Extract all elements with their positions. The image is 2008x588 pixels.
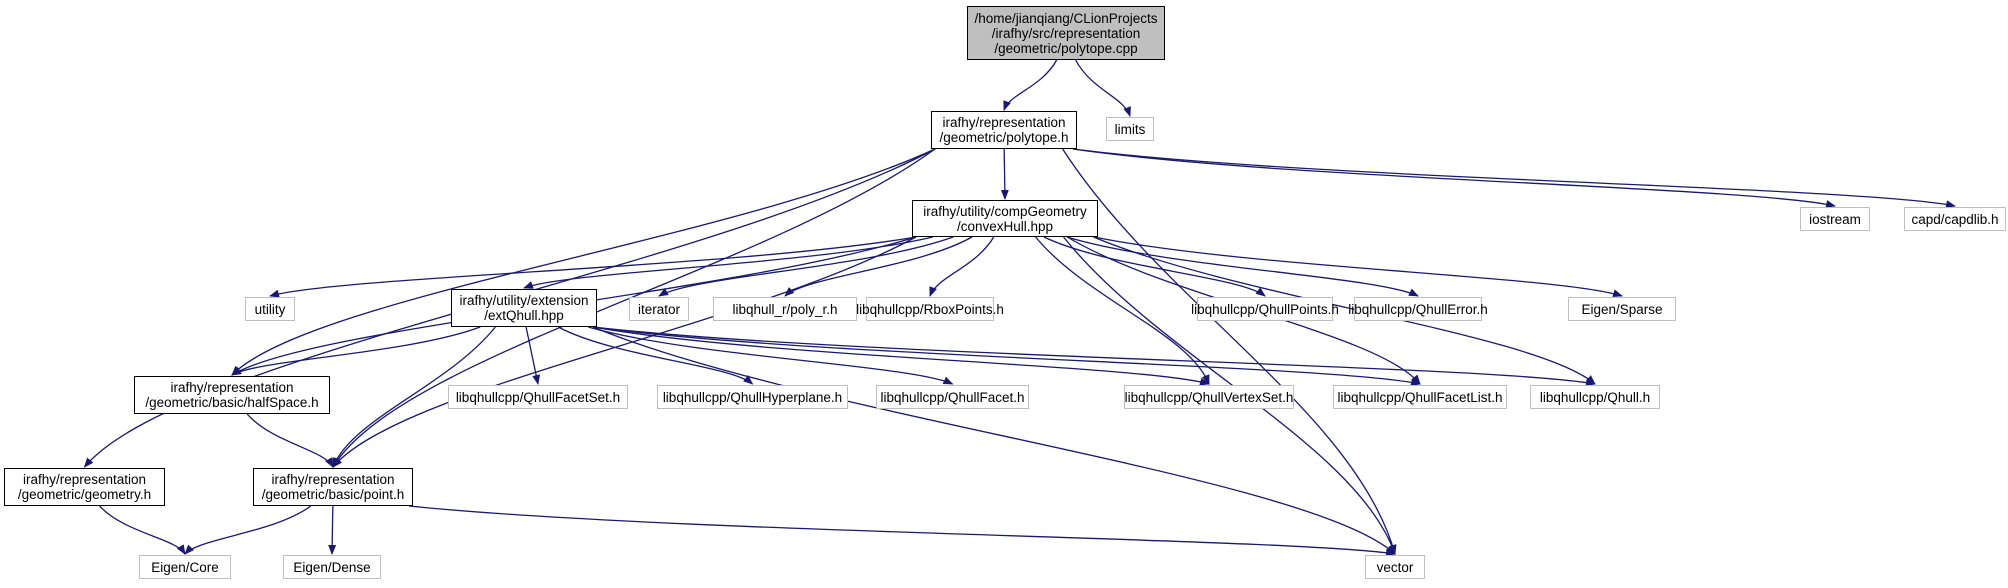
node-halfspace[interactable]: irafhy/representation/geometric/basic/ha… <box>134 376 330 414</box>
node-rboxpoints: libqhullcpp/RboxPoints.h <box>856 297 1004 321</box>
node-utility: utility <box>245 297 295 321</box>
edge-extqhull-to-facetlist <box>592 326 1421 387</box>
node-label-line: libqhull_r/poly_r.h <box>732 301 838 317</box>
node-label-line: irafhy/representation <box>170 380 294 395</box>
edge-convexhull-to-eigensparse <box>1093 236 1623 298</box>
edge-extqhull-to-facetset <box>525 326 541 385</box>
node-label-line: libqhullcpp/QhullPoints.h <box>1191 301 1339 317</box>
edge-extqhull-to-halfspace <box>231 326 481 376</box>
edge-polytope_h-to-capdlib <box>1072 148 1956 209</box>
edge-convexhull-to-qhullpoints <box>1043 236 1266 297</box>
edge-point-to-eigendense <box>328 505 337 555</box>
edge-polytope_h-to-iostream <box>1072 148 1836 208</box>
node-label-line: /geometric/geometry.h <box>17 487 152 502</box>
node-label-line: libqhullcpp/QhullFacetList.h <box>1337 389 1503 405</box>
node-vertexset: libqhullcpp/QhullVertexSet.h <box>1124 385 1294 409</box>
edge-halfspace-to-point <box>246 413 334 468</box>
node-qhullpoints: libqhullcpp/QhullPoints.h <box>1191 297 1339 321</box>
edge-extqhull-to-facet <box>588 326 954 385</box>
node-poly_r: libqhull_r/poly_r.h <box>713 297 857 321</box>
node-label-line: /convexHull.hpp <box>956 218 1054 234</box>
node-label-line: irafhy/utility/extension <box>459 293 589 308</box>
node-label-line: /home/jianqiang/CLionProjects <box>974 10 1158 26</box>
edge-convexhull-to-rboxpoints <box>929 236 995 297</box>
node-label-line: libqhullcpp/QhullError.h <box>1348 301 1488 317</box>
node-label-line: limits <box>1114 121 1146 137</box>
node-point[interactable]: irafhy/representation/geometric/basic/po… <box>253 468 413 506</box>
edge-convexhull-to-poly_r <box>784 236 973 297</box>
edge-convexhull-to-iterator <box>658 236 954 297</box>
edge-extqhull-to-hyperplane <box>557 326 754 385</box>
node-iterator: iterator <box>629 297 689 321</box>
node-label-line: irafhy/representation <box>942 115 1066 130</box>
node-label-line: Eigen/Core <box>151 559 219 575</box>
node-eigencore: Eigen/Core <box>139 555 231 579</box>
node-facetset: libqhullcpp/QhullFacetSet.h <box>448 385 628 409</box>
node-facetlist: libqhullcpp/QhullFacetList.h <box>1333 385 1507 409</box>
edge-extqhull-to-vertexset <box>592 326 1210 386</box>
node-geometry[interactable]: irafhy/representation/geometric/geometry… <box>4 468 165 506</box>
node-label-line: libqhullcpp/RboxPoints.h <box>856 301 1004 317</box>
node-label-line: iterator <box>637 301 681 317</box>
node-eigensparse: Eigen/Sparse <box>1568 297 1676 321</box>
node-label-line: /geometric/basic/point.h <box>261 487 405 502</box>
node-label-line: libqhullcpp/QhullHyperplane.h <box>662 389 843 405</box>
node-label-line: /irafhy/src/representation <box>991 25 1141 41</box>
edge-convexhull-to-extqhull <box>523 236 933 289</box>
edge-extqhull-to-point <box>332 326 496 468</box>
edge-convexhull-to-utility <box>269 236 917 298</box>
node-iostream: iostream <box>1800 207 1870 231</box>
edge-polytope_h-to-convexhull <box>1000 148 1009 200</box>
edge-polytope_h-to-vector <box>1062 148 1397 555</box>
node-polytope_h[interactable]: irafhy/representation/geometric/polytope… <box>931 111 1077 149</box>
node-extqhull[interactable]: irafhy/utility/extension/extQhull.hpp <box>451 289 597 327</box>
node-facet: libqhullcpp/QhullFacet.h <box>876 385 1029 409</box>
edge-extqhull-to-qhull <box>592 326 1596 387</box>
edge-polytope_cpp-to-limits <box>1075 59 1131 117</box>
node-limits: limits <box>1106 117 1154 141</box>
node-label-line: libqhullcpp/QhullFacet.h <box>880 389 1025 405</box>
edge-convexhull-to-qhull <box>1093 236 1596 385</box>
edge-convexhull-to-point <box>332 236 917 468</box>
node-label-line: libqhullcpp/QhullVertexSet.h <box>1124 389 1294 405</box>
node-label-line: libqhullcpp/QhullFacetSet.h <box>455 389 621 405</box>
node-label-line: libqhullcpp/Qhull.h <box>1539 389 1651 405</box>
node-polytope_cpp[interactable]: /home/jianqiang/CLionProjects/irafhy/src… <box>967 6 1165 60</box>
node-label-line: utility <box>254 301 286 317</box>
node-eigendense: Eigen/Dense <box>283 555 381 579</box>
node-label-line: /geometric/polytope.h <box>939 130 1069 145</box>
node-label-line: /geometric/basic/halfSpace.h <box>145 395 319 410</box>
node-convexhull[interactable]: irafhy/utility/compGeometry/convexHull.h… <box>912 200 1098 237</box>
edge-convexhull-to-qhullerror <box>1066 236 1419 297</box>
node-vector: vector <box>1365 555 1425 579</box>
edge-point-to-vector <box>408 505 1396 557</box>
node-label-line: vector <box>1376 559 1414 575</box>
node-label-line: Eigen/Dense <box>293 559 371 575</box>
node-label-line: irafhy/representation <box>22 472 147 487</box>
node-label-line: Eigen/Sparse <box>1581 301 1663 317</box>
node-capdlib: capd/capdlib.h <box>1904 207 2006 231</box>
node-hyperplane: libqhullcpp/QhullHyperplane.h <box>657 385 848 409</box>
edge-convexhull-to-vertexset <box>1035 236 1210 385</box>
node-label-line: iostream <box>1809 211 1861 227</box>
edge-polytope_cpp-to-polytope_h <box>1003 59 1058 111</box>
node-qhull: libqhullcpp/Qhull.h <box>1530 385 1660 409</box>
node-qhullerror: libqhullcpp/QhullError.h <box>1348 297 1488 321</box>
edge-geometry-to-eigencore <box>99 505 186 555</box>
node-label-line: /geometric/polytope.cpp <box>994 40 1138 56</box>
node-label-line: irafhy/representation <box>271 472 395 487</box>
edge-point-to-eigencore <box>184 505 312 555</box>
edge-polytope_h-to-halfspace <box>231 148 936 376</box>
node-label-line: irafhy/utility/compGeometry <box>923 203 1087 219</box>
node-label-line: capd/capdlib.h <box>1911 211 1999 227</box>
node-label-line: /extQhull.hpp <box>484 308 564 323</box>
edge-extqhull-to-vector <box>592 326 1396 555</box>
